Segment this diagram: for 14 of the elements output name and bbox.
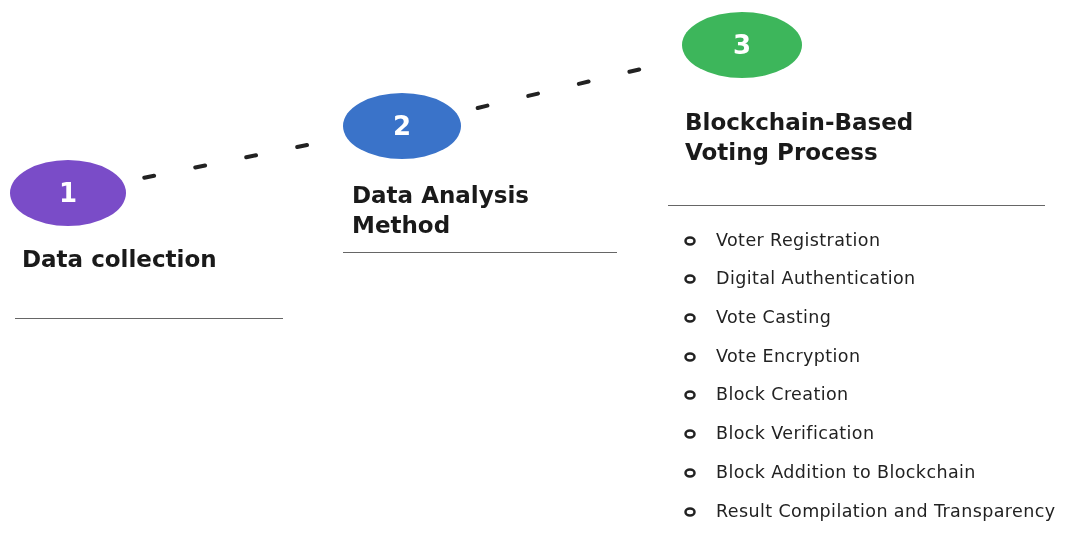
- list-item: Vote Casting: [716, 307, 833, 327]
- list-item: Digital Authentication: [716, 268, 917, 288]
- step-number: 3: [732, 30, 752, 60]
- step-heading: Data Analysis Method: [352, 181, 530, 240]
- step-heading: Blockchain-Based Voting Process: [685, 108, 915, 167]
- step-heading: Data collection: [22, 245, 218, 274]
- step-number: 1: [58, 178, 78, 208]
- list-item: Voter Registration: [716, 230, 882, 250]
- step-number: 2: [392, 111, 412, 141]
- list-item: Block Verification: [716, 423, 876, 443]
- list-item: Vote Encryption: [716, 346, 862, 366]
- list-item: Block Creation: [716, 384, 850, 404]
- list-item: Block Addition to Blockchain: [716, 462, 977, 482]
- list-item: Result Compilation and Transparency: [716, 501, 1056, 521]
